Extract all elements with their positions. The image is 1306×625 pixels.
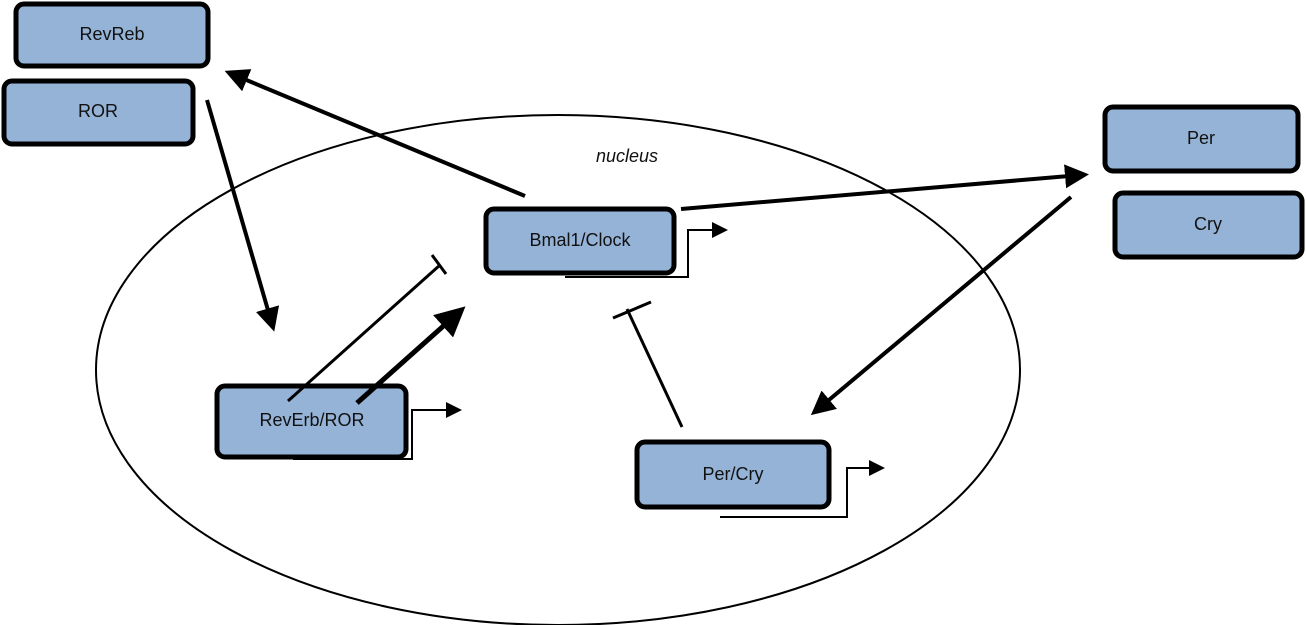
node-label: Cry [1194, 214, 1222, 234]
arrow-bmal-to-per [680, 164, 1089, 211]
node-label: Per/Cry [702, 464, 763, 484]
arrow-bmal-to-revreb [224, 69, 526, 198]
node-per: Per [1102, 104, 1301, 174]
inhibition-reverb-to-bmal [286, 254, 448, 403]
nucleus-label: nucleus [596, 146, 658, 166]
nucleus-ellipse [95, 114, 1021, 625]
node-label: RevReb [79, 24, 144, 44]
promoter-arrow [293, 402, 462, 460]
node-ror: ROR [1, 78, 196, 147]
node-reverb-ror: RevErb/ROR [214, 383, 462, 460]
node-label: Bmal1/Clock [529, 230, 631, 250]
promoter-arrow [565, 222, 728, 278]
promoter-arrow [720, 460, 885, 518]
node-cry: Cry [1112, 190, 1305, 260]
node-label: ROR [78, 101, 118, 121]
arrow-ror-to-reverb-ror [205, 99, 280, 332]
node-bmal1-clock: Bmal1/Clock [483, 206, 728, 278]
node-per-cry: Per/Cry [634, 439, 885, 518]
arrow-reverb-ror-activates-bmal [355, 306, 466, 405]
node-label: RevErb/ROR [259, 410, 364, 430]
node-label: Per [1187, 128, 1215, 148]
node-revreb: RevReb [13, 1, 211, 69]
arrow-cry-to-per-cry [810, 195, 1073, 416]
inhibition-per-cry-to-bmal [612, 300, 684, 428]
